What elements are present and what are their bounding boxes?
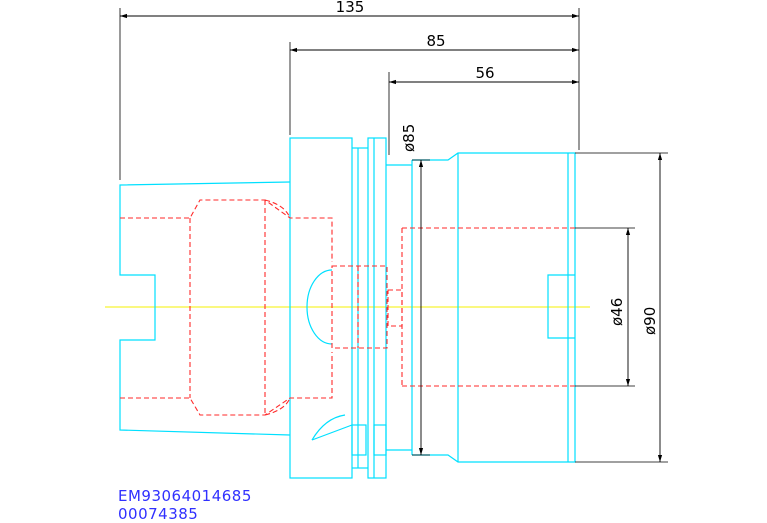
part-outline (119, 137, 576, 479)
hidden-lines (120, 199, 575, 416)
part-number: EM93064014685 (118, 487, 252, 505)
dim-bore-diameter: ø46 (608, 298, 626, 326)
dim-overall-length: 135 (336, 0, 365, 16)
dim-body-length: 56 (475, 64, 494, 82)
dim-body-diameter: ø90 (641, 307, 659, 335)
dimension-lines (119, 8, 668, 463)
part-code: 00074385 (118, 505, 199, 523)
dim-flange-diameter: ø85 (400, 124, 418, 152)
dim-flange-length: 85 (426, 32, 445, 50)
